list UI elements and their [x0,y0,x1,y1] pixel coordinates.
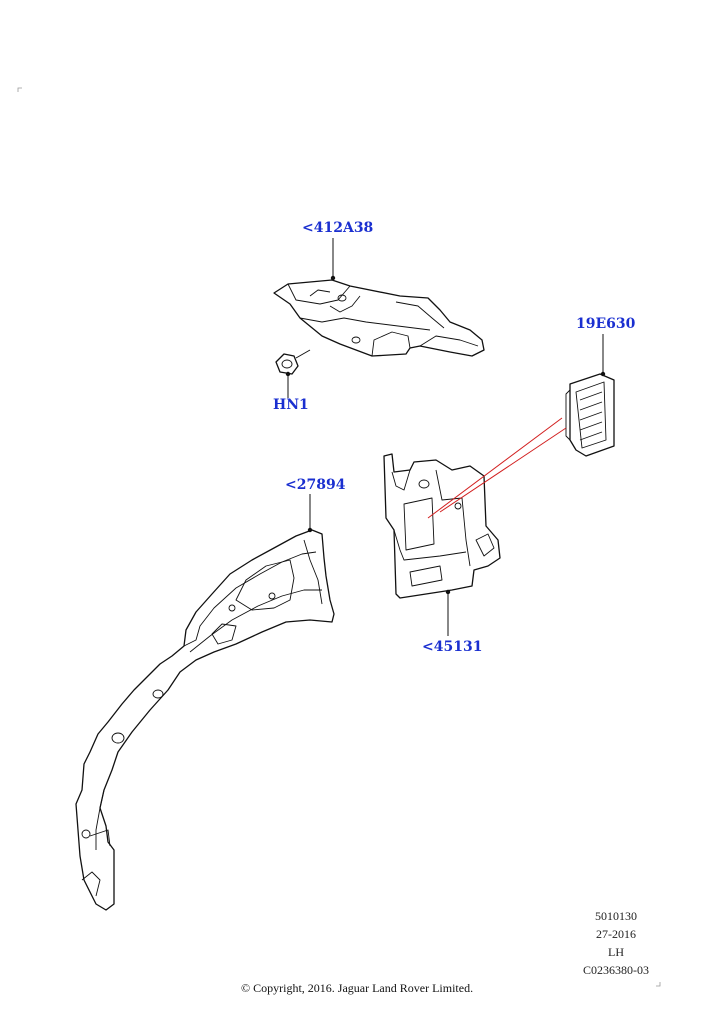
part-45131-panel[interactable] [383,453,501,599]
leader-412A38 [330,238,336,281]
copyright-notice: © Copyright, 2016. Jaguar Land Rover Lim… [241,981,474,995]
leader-45131 [445,589,451,636]
part-19E630-vent[interactable] [565,373,615,457]
part-27894-wheelarch[interactable] [75,529,335,911]
reference-code: C0236380-03 [583,963,649,977]
reference-number: 5010130 [595,909,637,923]
reference-side: LH [608,945,624,959]
callout-412A38[interactable]: <412A38 [302,220,374,236]
corner-mark-top-left [17,87,22,92]
leader-27894 [307,494,313,533]
callout-HN1[interactable]: HN1 [273,397,309,413]
locator-lines-red [427,417,567,519]
part-HN1-nut[interactable] [275,353,299,375]
corner-mark-bottom-right [656,982,661,987]
leader-HN1 [285,349,311,398]
reference-date: 27-2016 [596,927,636,941]
callout-19E630[interactable]: 19E630 [576,316,636,332]
part-412A38-bracket[interactable] [273,279,485,357]
callout-45131[interactable]: <45131 [422,639,483,655]
leader-19E630 [600,334,606,377]
callout-27894[interactable]: <27894 [285,477,346,493]
